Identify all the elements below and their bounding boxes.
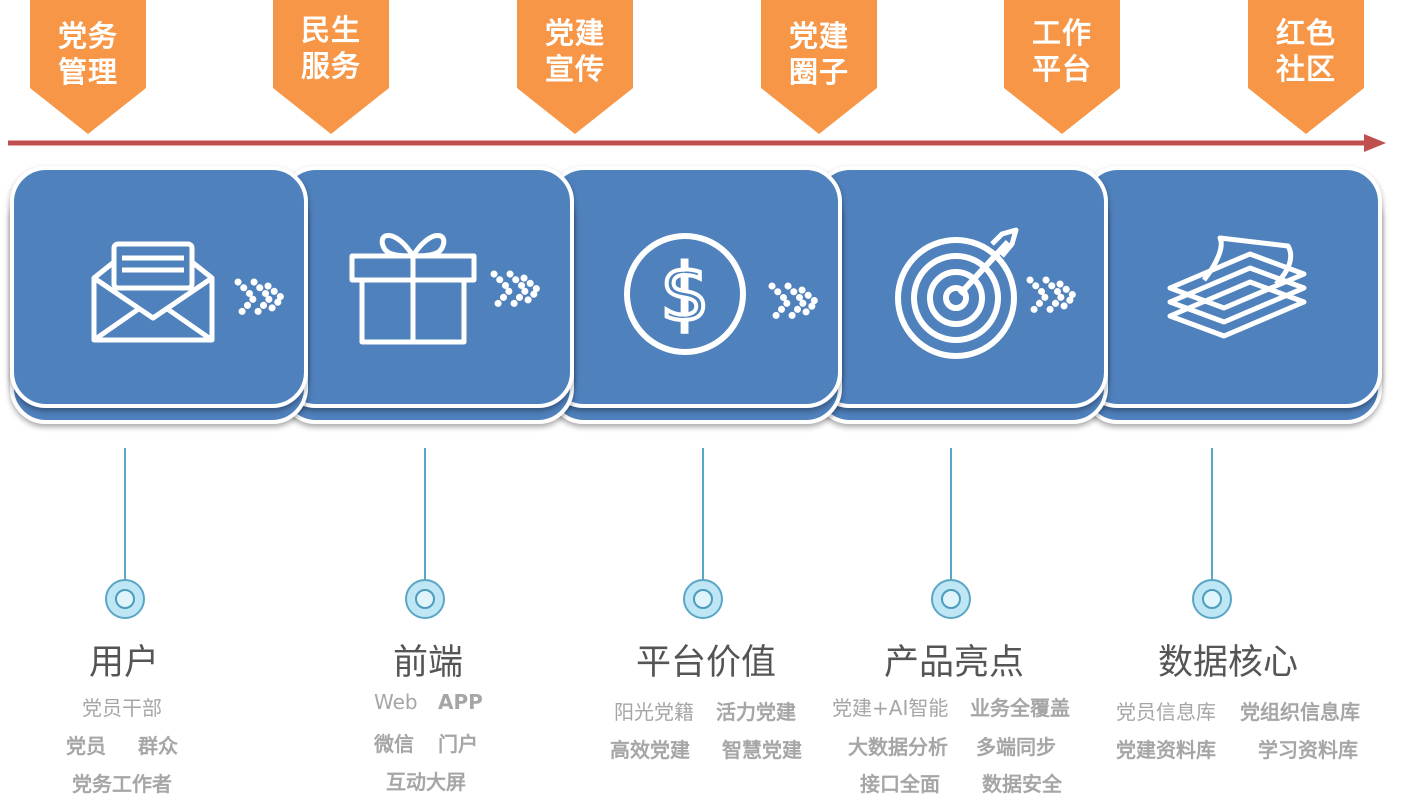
banner-4: 党建圈子 — [761, 0, 877, 136]
paper-stack-icon — [1167, 235, 1307, 339]
node-dot — [931, 579, 971, 619]
target-arrow-icon — [895, 227, 1019, 359]
list-item: 数据安全 — [982, 772, 1062, 796]
list-item: 活力党建 — [716, 700, 796, 724]
list-item: 接口全面 — [860, 772, 940, 796]
list-item: 大数据分析 — [848, 735, 948, 759]
list-item: 党员干部 — [82, 696, 162, 720]
connector-line — [1211, 448, 1213, 580]
dollar-coin-icon: $ — [624, 233, 746, 355]
section-title-frontend: 前端 — [392, 643, 463, 683]
list-item: 业务全覆盖 — [970, 696, 1070, 720]
banner-3: 党建宣传 — [517, 0, 633, 136]
banner-6: 红色社区 — [1248, 0, 1364, 136]
chevron-right-icon — [1026, 276, 1078, 318]
node-dot — [105, 579, 145, 619]
node-dot — [1192, 579, 1232, 619]
list-item: 党员 — [66, 734, 106, 758]
list-item: 互动大屏 — [386, 770, 466, 794]
envelope-icon — [91, 241, 215, 343]
chevron-right-icon — [234, 278, 286, 320]
banner-2-text: 民生服务 — [300, 13, 361, 83]
chevron-right-icon — [490, 270, 542, 312]
section-title-platform-value: 平台价值 — [635, 643, 776, 683]
node-dot — [405, 579, 445, 619]
connector-line — [950, 448, 952, 580]
banner-1-text: 党务管理 — [57, 19, 118, 89]
section-title-data-core: 数据核心 — [1157, 643, 1298, 683]
list-item: 高效党建 — [610, 738, 690, 762]
banner-6-text: 红色社区 — [1275, 16, 1336, 86]
card-row — [10, 166, 1382, 424]
banner-4-text: 党建圈子 — [788, 19, 849, 89]
list-item: 党务工作者 — [72, 772, 172, 796]
chevron-right-icon — [768, 282, 820, 324]
list-item: 党组织信息库 — [1240, 700, 1360, 724]
svg-text:$: $ — [660, 249, 710, 339]
list-item: 门户 — [438, 732, 478, 756]
list-item: 阳光党籍 — [614, 700, 694, 724]
list-item: 党建+AI智能 — [832, 696, 949, 720]
connector-line — [124, 448, 126, 580]
gift-icon — [349, 233, 477, 345]
timeline-arrow — [8, 134, 1386, 152]
list-item: 党建资料库 — [1116, 738, 1216, 762]
connector-line — [424, 448, 426, 580]
banner-1: 党务管理 — [30, 0, 146, 136]
list-item: 微信 — [374, 732, 414, 756]
list-item: 学习资料库 — [1258, 738, 1358, 762]
connector-line — [702, 448, 704, 580]
list-item: 党员信息库 — [1116, 700, 1216, 724]
list-item: Web — [374, 690, 418, 714]
banner-5-text: 工作平台 — [1031, 16, 1092, 86]
list-item: 智慧党建 — [722, 738, 802, 762]
banner-3-text: 党建宣传 — [544, 16, 605, 86]
node-dot — [683, 579, 723, 619]
banner-5: 工作平台 — [1004, 0, 1120, 136]
section-title-highlights: 产品亮点 — [883, 643, 1024, 683]
list-item: APP — [438, 690, 483, 714]
list-item: 多端同步 — [976, 735, 1056, 759]
list-item: 群众 — [138, 734, 178, 758]
banner-2: 民生服务 — [273, 0, 389, 136]
section-title-users: 用户 — [88, 643, 159, 683]
